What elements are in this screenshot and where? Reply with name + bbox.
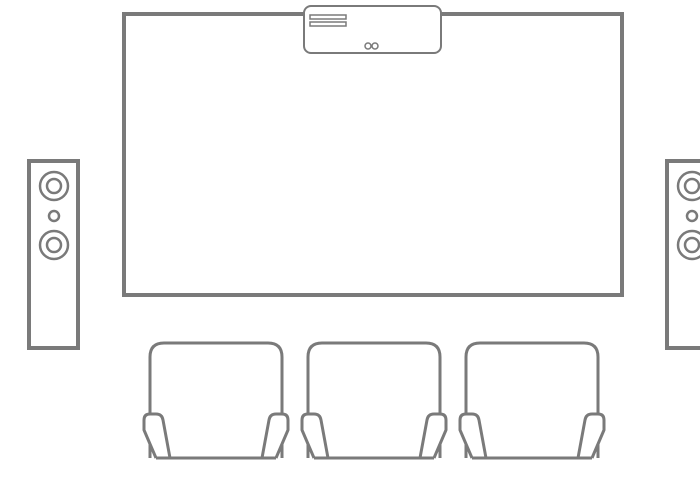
seat-1-back <box>150 343 282 458</box>
left-speaker-cabinet <box>29 161 78 348</box>
seat-1-left-arm <box>144 414 170 458</box>
seat-1-armchair-icon <box>144 343 288 458</box>
left-speaker-icon <box>29 161 78 348</box>
seat-2-right-arm <box>420 414 446 458</box>
right-speaker-cabinet <box>667 161 700 348</box>
seat-3-left-arm <box>460 414 486 458</box>
projector-icon <box>304 6 441 53</box>
seat-2-left-arm <box>302 414 328 458</box>
projection-screen <box>124 14 622 295</box>
seat-3-armchair-icon <box>460 343 604 458</box>
seat-2-back <box>308 343 440 458</box>
seat-1-right-arm <box>262 414 288 458</box>
seat-3-back <box>466 343 598 458</box>
right-speaker-icon <box>667 161 700 348</box>
seat-3-right-arm <box>578 414 604 458</box>
seat-2-armchair-icon <box>302 343 446 458</box>
